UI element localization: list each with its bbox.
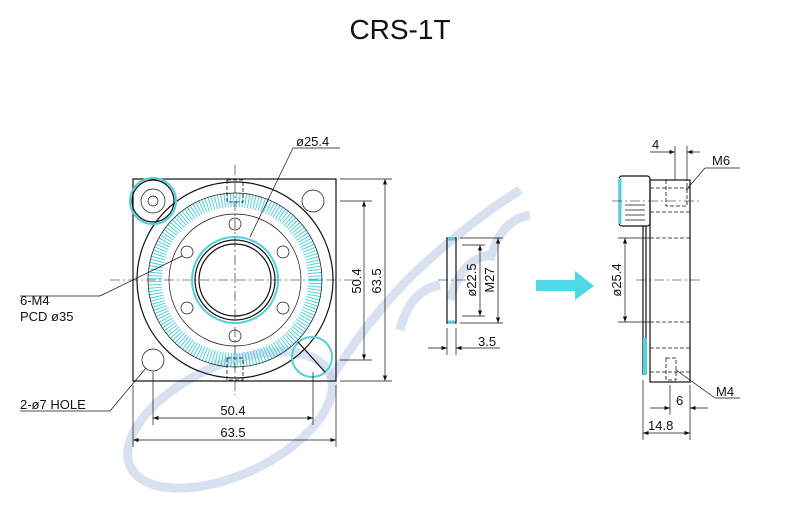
dim-bore-label: ø25.4 (296, 134, 329, 149)
thread-top-label: M6 (712, 153, 730, 168)
front-dimensions (20, 147, 392, 447)
watermark-logo (123, 186, 531, 493)
dim-ring-thickness: 3.5 (478, 334, 496, 349)
dim-ring-inner: ø22.5 (464, 263, 479, 296)
drawing-title: CRS-1T (349, 14, 451, 45)
callout-holes-line1: 6-M4 (20, 293, 50, 308)
retaining-ring-view (428, 237, 503, 355)
dim-side-bore: ø25.4 (609, 263, 624, 296)
arrow-right-icon (536, 271, 594, 300)
side-view (612, 146, 740, 440)
dim-inner-height: 50.4 (349, 268, 364, 293)
dim-side-depth: 14.8 (648, 418, 673, 433)
dim-side-top: 4 (652, 137, 659, 152)
dim-outer-height: 63.5 (369, 268, 384, 293)
dim-side-bottom: 6 (676, 393, 683, 408)
thread-bottom-label: M4 (716, 384, 734, 399)
callout-holes-line2: PCD ø35 (20, 309, 73, 324)
callout-mount-holes: 2-ø7 HOLE (20, 397, 86, 412)
dim-inner-width: 50.4 (220, 403, 245, 418)
dim-ring-thread: M27 (482, 267, 497, 292)
dim-outer-width: 63.5 (220, 425, 245, 440)
